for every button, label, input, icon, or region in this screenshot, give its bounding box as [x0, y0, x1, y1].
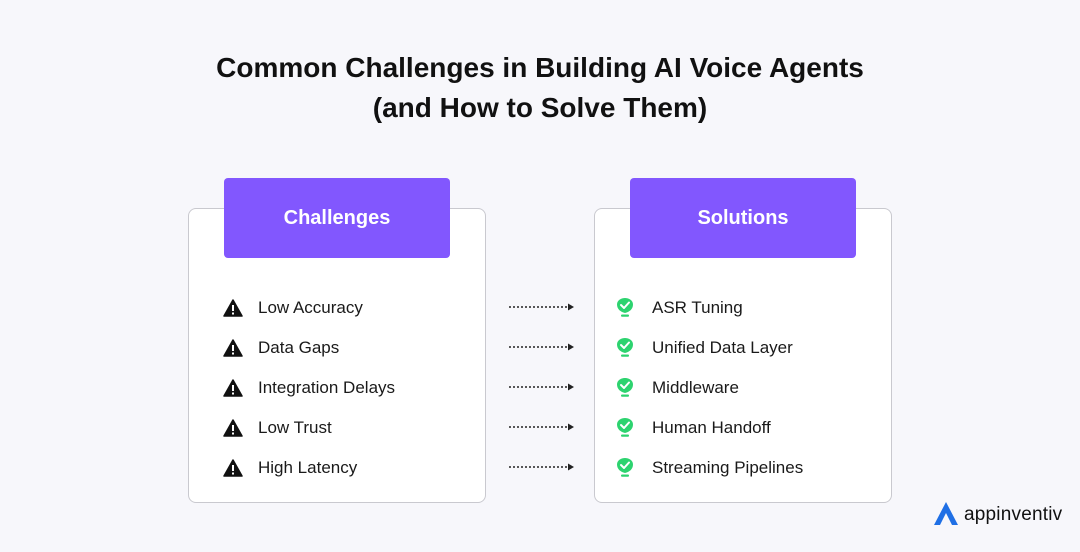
check-shield-icon	[614, 377, 636, 399]
dotted-arrow-icon	[508, 448, 576, 488]
brand-logo: appinventiv	[932, 500, 1062, 530]
solution-label: Human Handoff	[652, 418, 771, 437]
solutions-list: ASR Tuning Unified Data Layer Middleware…	[614, 288, 803, 488]
challenges-list: Low Accuracy Data Gaps Integration Delay…	[222, 288, 395, 488]
challenge-label: Integration Delays	[258, 378, 396, 397]
list-item: Low Accuracy	[222, 288, 395, 328]
check-shield-icon	[614, 417, 636, 439]
challenge-label: Low Accuracy	[258, 298, 363, 317]
list-item: Middleware	[614, 368, 803, 408]
list-item: Low Trust	[222, 408, 395, 448]
brand-name: appinventiv	[964, 504, 1063, 525]
page-title: Common Challenges in Building AI Voice A…	[0, 48, 1080, 128]
title-line-2: (and How to Solve Them)	[372, 92, 708, 123]
list-item: Integration Delays	[222, 368, 395, 408]
list-item: Unified Data Layer	[614, 328, 803, 368]
check-shield-icon	[614, 337, 636, 359]
appinventiv-logo-icon	[932, 499, 960, 532]
dotted-arrow-icon	[508, 288, 576, 328]
solution-label: Unified Data Layer	[652, 338, 793, 357]
challenges-heading: Challenges	[224, 178, 450, 258]
warning-triangle-icon	[222, 457, 244, 479]
dotted-arrow-icon	[508, 368, 576, 408]
challenge-label: High Latency	[258, 458, 358, 477]
challenge-label: Low Trust	[258, 418, 332, 437]
list-item: High Latency	[222, 448, 395, 488]
warning-triangle-icon	[222, 297, 244, 319]
list-item: ASR Tuning	[614, 288, 803, 328]
list-item: Data Gaps	[222, 328, 395, 368]
warning-triangle-icon	[222, 417, 244, 439]
check-shield-icon	[614, 457, 636, 479]
warning-triangle-icon	[222, 377, 244, 399]
dotted-arrow-icon	[508, 408, 576, 448]
solution-label: ASR Tuning	[652, 298, 743, 317]
solution-label: Middleware	[652, 378, 739, 397]
check-shield-icon	[614, 297, 636, 319]
list-item: Human Handoff	[614, 408, 803, 448]
title-line-1: Common Challenges in Building AI Voice A…	[216, 52, 864, 83]
solutions-heading: Solutions	[630, 178, 856, 258]
solution-label: Streaming Pipelines	[652, 458, 804, 477]
connector-arrows	[508, 288, 576, 488]
warning-triangle-icon	[222, 337, 244, 359]
dotted-arrow-icon	[508, 328, 576, 368]
list-item: Streaming Pipelines	[614, 448, 803, 488]
challenge-label: Data Gaps	[258, 338, 340, 357]
